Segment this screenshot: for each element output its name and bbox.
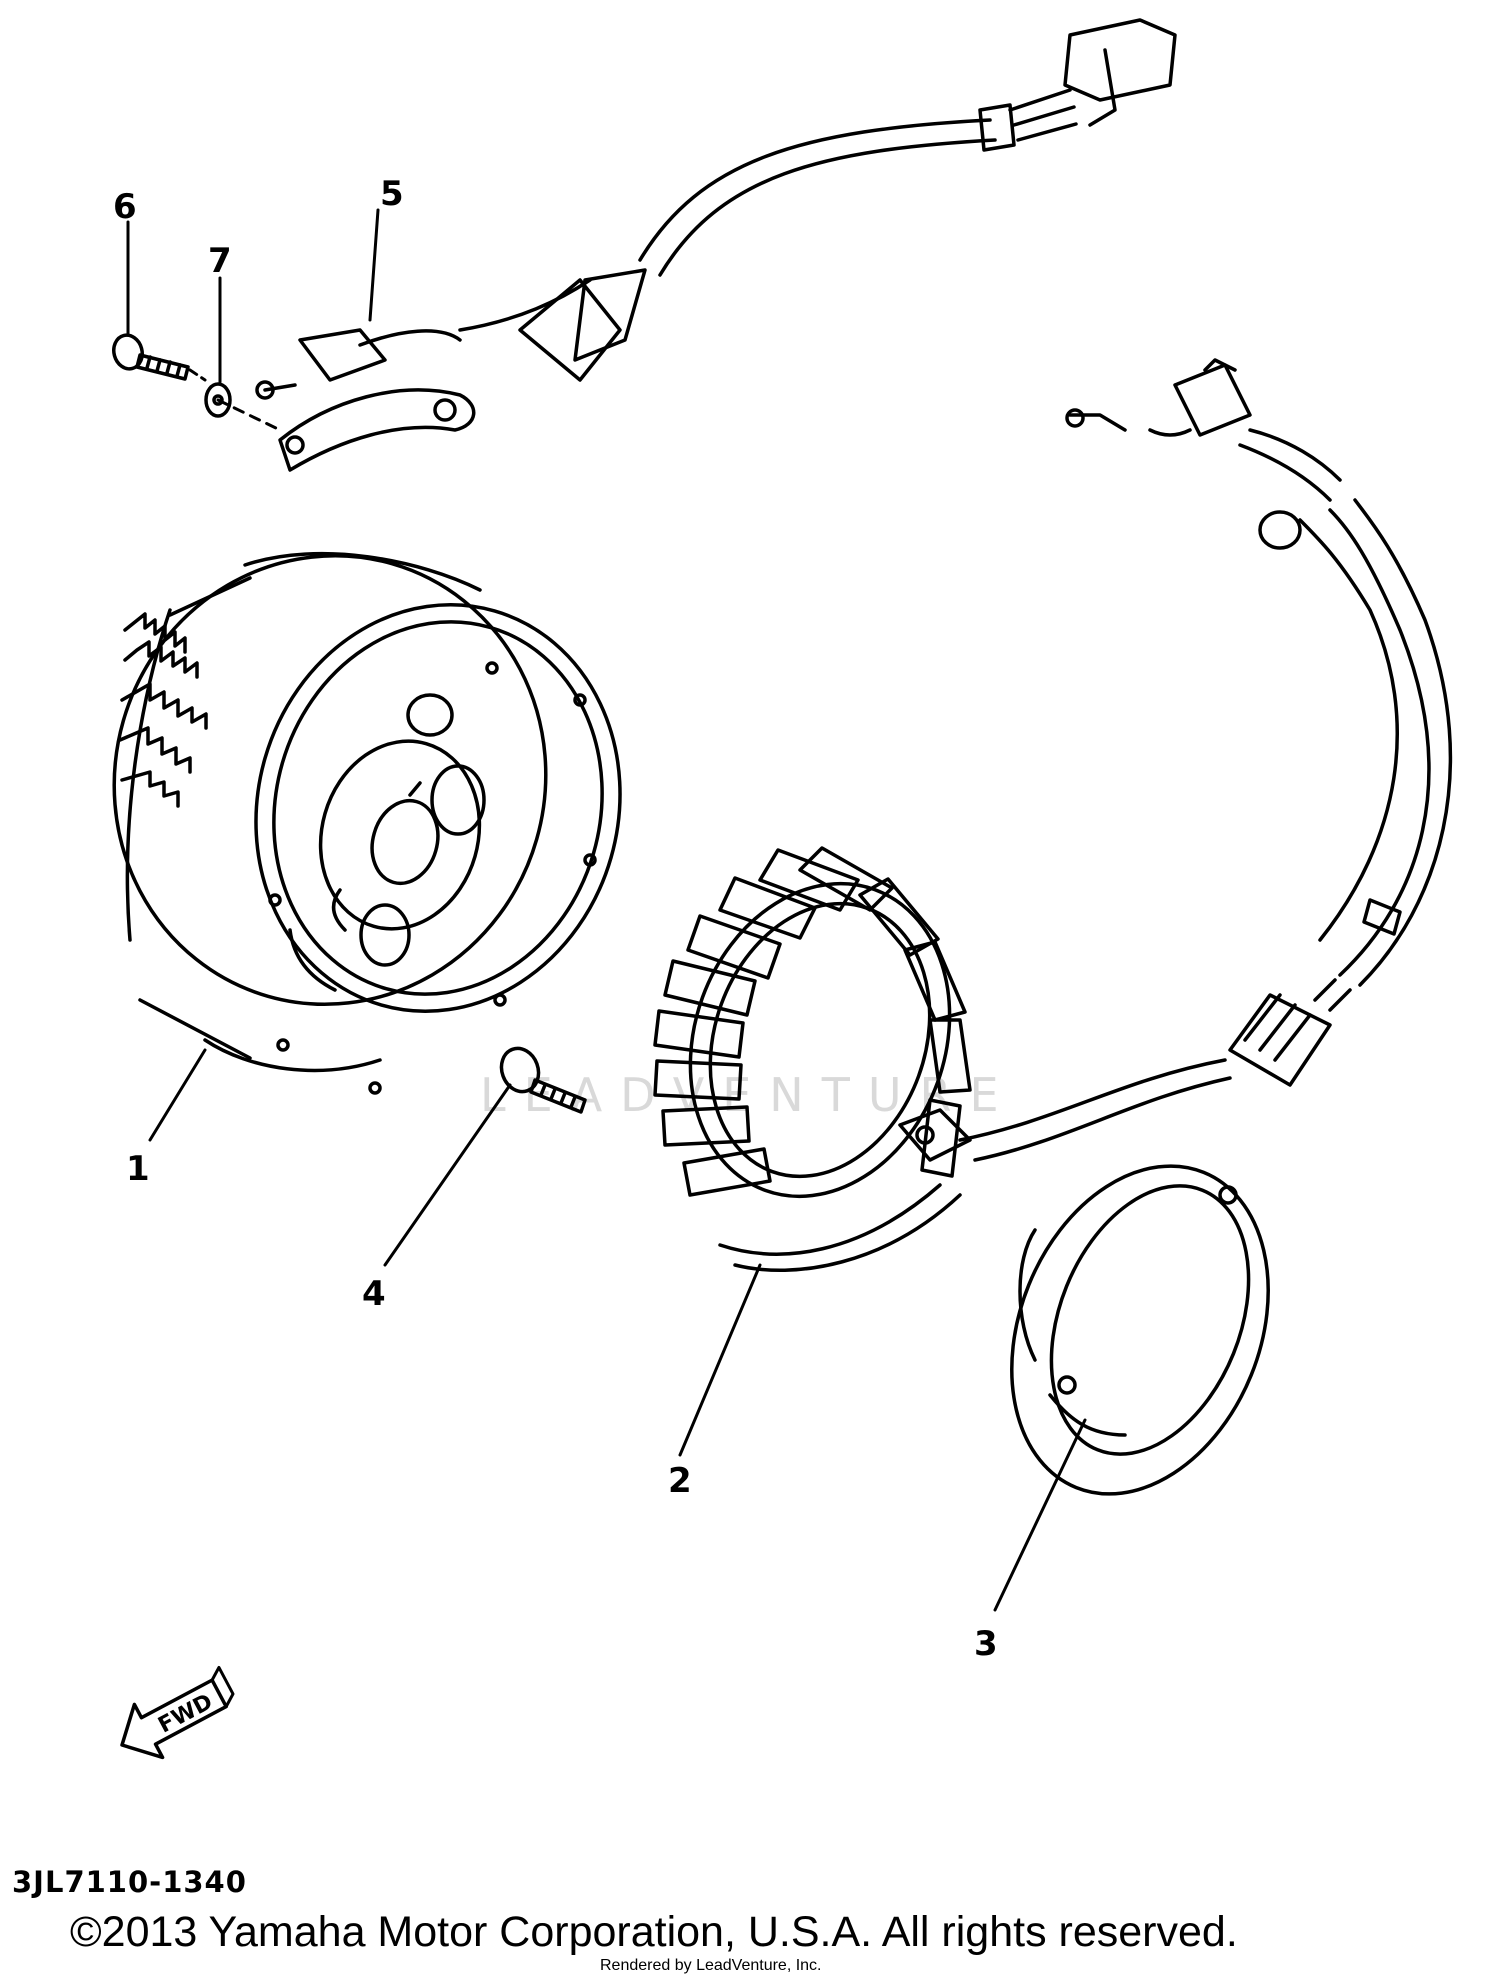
callout-1: 1 [126, 1149, 150, 1189]
flywheel-rotor [112, 551, 622, 1095]
callout-5: 5 [380, 174, 404, 214]
diagram-part-number: 3JL7110-1340 [12, 1865, 247, 1899]
stator-assembly [653, 358, 1453, 1272]
callout-4: 4 [362, 1274, 386, 1314]
fwd-label: FWD [154, 1689, 217, 1738]
callout-6: 6 [113, 187, 137, 227]
bolt-4 [499, 1046, 587, 1114]
pickup-coil [255, 18, 1177, 472]
stator-housing [1010, 1164, 1270, 1496]
callout-2: 2 [668, 1461, 692, 1501]
callout-3: 3 [974, 1624, 998, 1664]
callout-7: 7 [208, 241, 232, 281]
rendered-by-credit: Rendered by LeadVenture, Inc. [600, 1957, 822, 1974]
leader-lines [126, 208, 1087, 1612]
fwd-arrow: FWD [120, 1665, 235, 1760]
washer-7 [204, 382, 232, 418]
copyright-notice: ©2013 Yamaha Motor Corporation, U.S.A. A… [70, 1908, 1238, 1956]
screw-6 [112, 333, 190, 381]
